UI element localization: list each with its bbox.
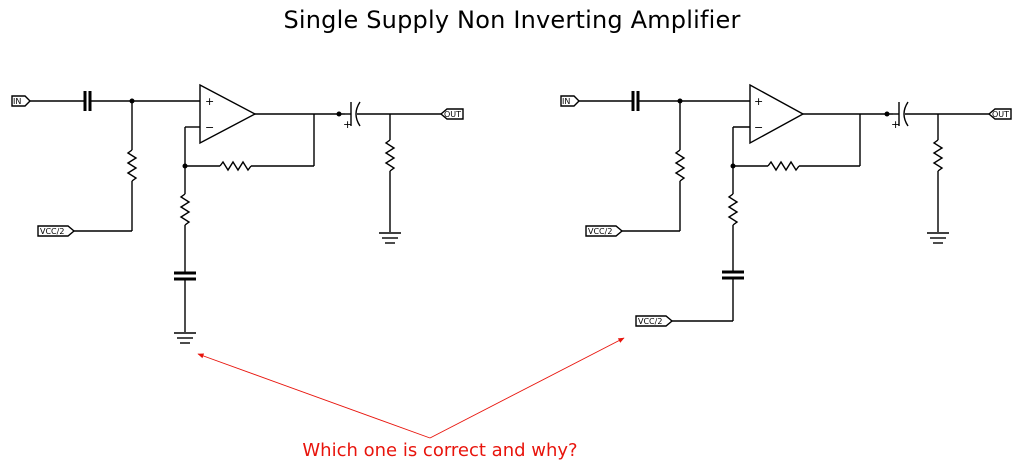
gain-resistor: [727, 193, 739, 226]
output-port-label: OUT: [992, 110, 1009, 119]
input-port-label: IN: [13, 97, 21, 106]
bias-resistor: [674, 149, 686, 182]
cap-polarity-label: +: [891, 118, 900, 131]
arrow-to-left: [197, 353, 431, 439]
vcc-half-port-cap-return: VCC/2: [635, 315, 674, 327]
arrow-to-right: [429, 337, 625, 439]
input-capacitor: [631, 91, 640, 111]
ground-icon: [379, 232, 401, 244]
junction-dot: [884, 111, 890, 117]
ground-icon: [174, 332, 196, 344]
opamp-plus-label: +: [205, 95, 214, 108]
vcc-half-port-label: VCC/2: [638, 317, 662, 326]
output-capacitor: +: [343, 101, 361, 131]
cap-polarity-label: +: [343, 118, 352, 131]
circuit-left: IN VCC/2 + −: [11, 83, 464, 344]
ground-icon: [927, 232, 949, 244]
input-port: IN: [11, 95, 31, 107]
bias-resistor: [126, 149, 138, 182]
vcc-half-port: VCC/2: [585, 225, 624, 237]
vcc-half-port-label: VCC/2: [40, 227, 64, 236]
page-title: Single Supply Non Inverting Amplifier: [283, 6, 741, 34]
gain-resistor: [179, 193, 191, 226]
input-port-label: IN: [562, 97, 570, 106]
opamp-plus-label: +: [754, 95, 763, 108]
vcc-half-port-label: VCC/2: [588, 227, 612, 236]
input-port: IN: [560, 95, 580, 107]
feedback-capacitor: [722, 270, 744, 280]
output-capacitor: +: [891, 101, 909, 131]
vcc-half-port: VCC/2: [37, 225, 76, 237]
load-resistor: [932, 139, 944, 172]
opamp: + −: [199, 83, 257, 145]
junction-dot: [336, 111, 342, 117]
feedback-resistor: [219, 160, 252, 172]
feedback-resistor: [767, 160, 800, 172]
opamp-minus-label: −: [205, 121, 214, 134]
output-port: OUT: [987, 108, 1012, 120]
output-port: OUT: [439, 108, 464, 120]
feedback-capacitor: [174, 271, 196, 281]
load-resistor: [384, 139, 396, 172]
output-port-label: OUT: [444, 110, 461, 119]
question-text: Which one is correct and why?: [302, 440, 578, 461]
input-capacitor: [83, 91, 92, 111]
circuit-right: IN VCC/2 + −: [560, 83, 1012, 327]
opamp: + −: [749, 83, 805, 145]
opamp-minus-label: −: [754, 121, 763, 134]
question-arrows: [197, 337, 625, 439]
